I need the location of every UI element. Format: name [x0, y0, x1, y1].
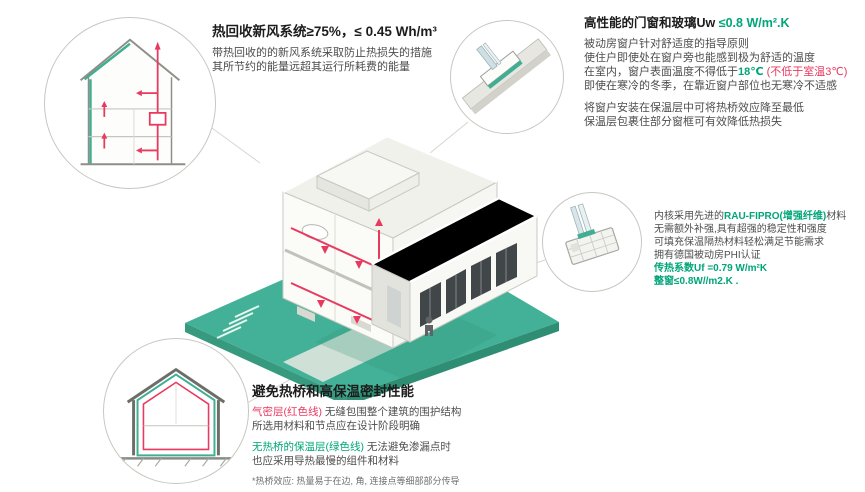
windows-title: 高性能的门窗和玻璃Uw ≤0.8 W/m².K: [584, 16, 790, 30]
hrv-house-section-vignette: [44, 17, 216, 189]
hrv-text-block: 热回收新风系统≥75%，≤ 0.45 Wh/m³ 带热回收的的新风系统采取防止热…: [212, 20, 557, 74]
window-corner-vignette: [450, 20, 564, 134]
passive-house-cutaway-illustration: [185, 134, 559, 400]
windows-line-3: 在室内，窗户表面温度不得低于18℃ (不低于室温3℃): [584, 66, 848, 78]
profile-line-1: 内核采用先进的RAU-FIPRO(增强纤维)材料: [654, 211, 847, 222]
profile-line-2: 无需额外补强,具有超强的稳定性和强度: [654, 224, 827, 235]
windows-text-block: 高性能的门窗和玻璃Uw ≤0.8 W/m².K 被动房窗户针对舒适度的指导原则 …: [584, 12, 862, 129]
hrv-title: 热回收新风系统≥75%，≤ 0.45 Wh/m³: [212, 24, 437, 39]
hrv-line-2: 其所节约的能量远超其运行所耗费的能量: [212, 61, 410, 73]
envelope-text-block: 避免热桥和高保温密封性能 气密层(红色线) 无缝包围整个建筑的围护结构 所选用材…: [252, 380, 582, 489]
windows-line-1: 被动房窗户针对舒适度的指导原则: [584, 38, 749, 50]
profile-line-5: 传热系数Uf =0.79 W/m²K: [654, 263, 768, 274]
hrv-line-1: 带热回收的的新风系统采取防止热损失的措施: [212, 47, 432, 59]
profile-line-3: 可填充保温隔热材料轻松满足节能需求: [654, 237, 824, 248]
windows-line-6: 保温层包裹住部分窗框可有效降低热损失: [584, 116, 782, 128]
window-frame-profile-illustration: [565, 203, 620, 265]
airtight-line-2: 所选用材料和节点应在设计阶段明确: [252, 419, 420, 432]
profile-line-6: 整窗≤0.8W//m2.K .: [654, 276, 739, 287]
windows-line-2: 使住户即使处在窗户旁也能感到极为舒适的温度: [584, 52, 815, 64]
thermal-bridge-footnote: *热桥效应: 热量易于在边, 角, 连接点等细部部分传导: [252, 476, 460, 486]
window-profile-vignette: [542, 192, 642, 292]
insulation-line-2: 也应采用导热最慢的组件和材料: [252, 454, 399, 467]
profile-text-block: 内核采用先进的RAU-FIPRO(增强纤维)材料 无需额外补强,具有超强的稳定性…: [654, 210, 862, 288]
insulation-line-1: 无热桥的保温层(绿色线) 无法避免渗漏点时: [252, 441, 451, 453]
profile-line-4: 拥有德国被动房PHI认证: [654, 250, 761, 261]
window-corner-detail-illustration: [461, 38, 551, 115]
envelope-title: 避免热桥和高保温密封性能: [252, 384, 414, 399]
windows-line-4: 即使在寒冷的冬季，在靠近窗户部位也无寒冷不适感: [584, 80, 837, 92]
windows-line-5: 将窗户安装在保温层中可将热桥效应降至最低: [584, 102, 804, 114]
thermal-envelope-vignette: [103, 338, 249, 484]
airtight-line-1: 气密层(红色线) 无缝包围整个建筑的围护结构: [252, 406, 462, 418]
hrv-house-section-illustration: [79, 38, 186, 166]
